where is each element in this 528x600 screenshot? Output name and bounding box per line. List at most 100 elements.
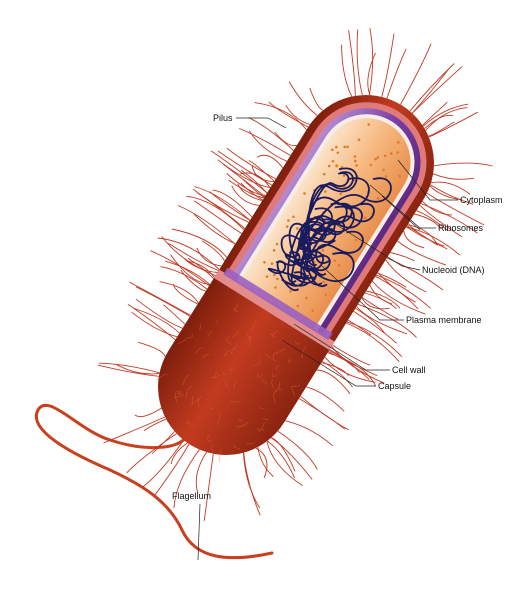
capsule-fiber — [257, 373, 263, 378]
pilus-strand — [257, 447, 274, 477]
pilus-strand — [411, 69, 449, 114]
pilus-strand — [367, 52, 376, 96]
pilus-strand — [386, 48, 407, 99]
pilus-strand — [288, 81, 318, 116]
capsule-fiber — [287, 358, 292, 364]
pilus-strand — [141, 439, 184, 488]
pilus-strand — [426, 192, 485, 226]
capsule-fiber — [233, 381, 237, 390]
pilus-strand — [406, 225, 438, 246]
pilus-strand — [364, 292, 397, 310]
pilus-strand — [128, 281, 191, 316]
capsule-fiber — [190, 395, 203, 405]
capsule-fiber — [301, 345, 308, 359]
capsule-fiber — [226, 336, 233, 345]
pilus-strand — [321, 361, 353, 388]
pilus-strand — [419, 204, 463, 238]
ribosome — [376, 197, 380, 200]
label-pilus: Pilus — [213, 113, 233, 123]
pilus-strand — [160, 266, 208, 290]
capsule-fiber — [218, 447, 222, 463]
ribosome — [389, 152, 393, 155]
pilus-strand — [248, 117, 294, 151]
pili — [97, 28, 493, 521]
capsule-fiber — [265, 353, 271, 358]
ribosome — [322, 280, 326, 284]
ribosome — [303, 192, 306, 195]
pilus-strand — [231, 185, 260, 206]
dna-loop — [287, 202, 348, 283]
pilus-strand — [361, 297, 390, 310]
pilus-strand — [421, 200, 453, 216]
pilus-strand — [361, 297, 399, 320]
pilus-strand — [240, 169, 268, 194]
pilus-strand — [212, 189, 253, 218]
pilus-strand — [161, 236, 216, 277]
ribosome — [324, 293, 328, 296]
ribosome — [275, 242, 279, 246]
pilus-strand — [372, 280, 426, 315]
pilus-strand — [239, 172, 271, 189]
capsule-fiber — [275, 365, 280, 371]
pilus-strand — [306, 386, 345, 412]
capsule-fiber — [230, 368, 234, 373]
pilus-strand — [409, 63, 455, 112]
pilus-strand — [416, 210, 449, 232]
capsule-fiber — [202, 354, 210, 359]
capsule-fiber — [246, 441, 255, 445]
label-capsule: Capsule — [378, 381, 411, 391]
capsule-fiber — [229, 400, 240, 403]
pilus-strand — [300, 395, 349, 431]
leader-lines — [197, 117, 458, 561]
pilus-strand — [309, 87, 324, 111]
capsule-fiber — [207, 330, 213, 338]
dna-loop — [290, 268, 317, 284]
pilus-strand — [226, 147, 277, 180]
label-flagellum: Flagellum — [172, 491, 211, 501]
ribosome — [330, 148, 334, 152]
pilus-strand — [193, 213, 236, 245]
ribosome — [324, 190, 327, 193]
pilus-strand — [97, 364, 159, 377]
pilus-strand — [268, 101, 309, 128]
pilus-strand — [163, 304, 186, 325]
dna-loop — [294, 177, 392, 262]
pilus-strand — [375, 275, 419, 310]
pilus-strand — [407, 224, 438, 245]
label-nucleoid: Nucleoid (DNA) — [422, 265, 485, 275]
capsule-fiber — [272, 372, 277, 378]
pilus-strand — [375, 274, 431, 309]
ribosome — [335, 164, 338, 167]
pilus-strand — [98, 362, 160, 374]
ribosome — [384, 175, 388, 178]
pilus-strand — [172, 283, 198, 305]
pilus-strand — [228, 179, 265, 199]
pilus-strand — [171, 228, 228, 258]
pilus-strand — [132, 307, 180, 334]
pilus-strand — [390, 252, 415, 262]
pilus-strand — [411, 66, 463, 114]
pilus-strand — [422, 101, 448, 126]
dna-loop — [315, 230, 364, 264]
ribosome — [285, 225, 289, 228]
pilus-strand — [195, 451, 208, 494]
capsule-fiber — [257, 428, 265, 431]
ribosome — [327, 164, 331, 168]
capsule-fiber — [274, 348, 286, 354]
pilus-strand — [428, 121, 455, 137]
capsule-fiber — [213, 371, 217, 379]
dna-loop — [289, 250, 324, 271]
pilus-strand — [270, 437, 313, 480]
pilus-strand — [237, 183, 263, 201]
pilus-strand — [209, 191, 251, 221]
ribosome — [289, 290, 292, 293]
ribosome — [305, 296, 308, 300]
capsule-fiber — [271, 379, 275, 389]
pilus-strand — [425, 107, 468, 131]
flagellum — [34, 403, 274, 560]
pilus-strand — [170, 254, 210, 286]
pilus-strand — [284, 420, 333, 447]
ribosome — [336, 151, 340, 155]
ribosome — [354, 238, 358, 242]
capsule-texture — [156, 303, 308, 463]
